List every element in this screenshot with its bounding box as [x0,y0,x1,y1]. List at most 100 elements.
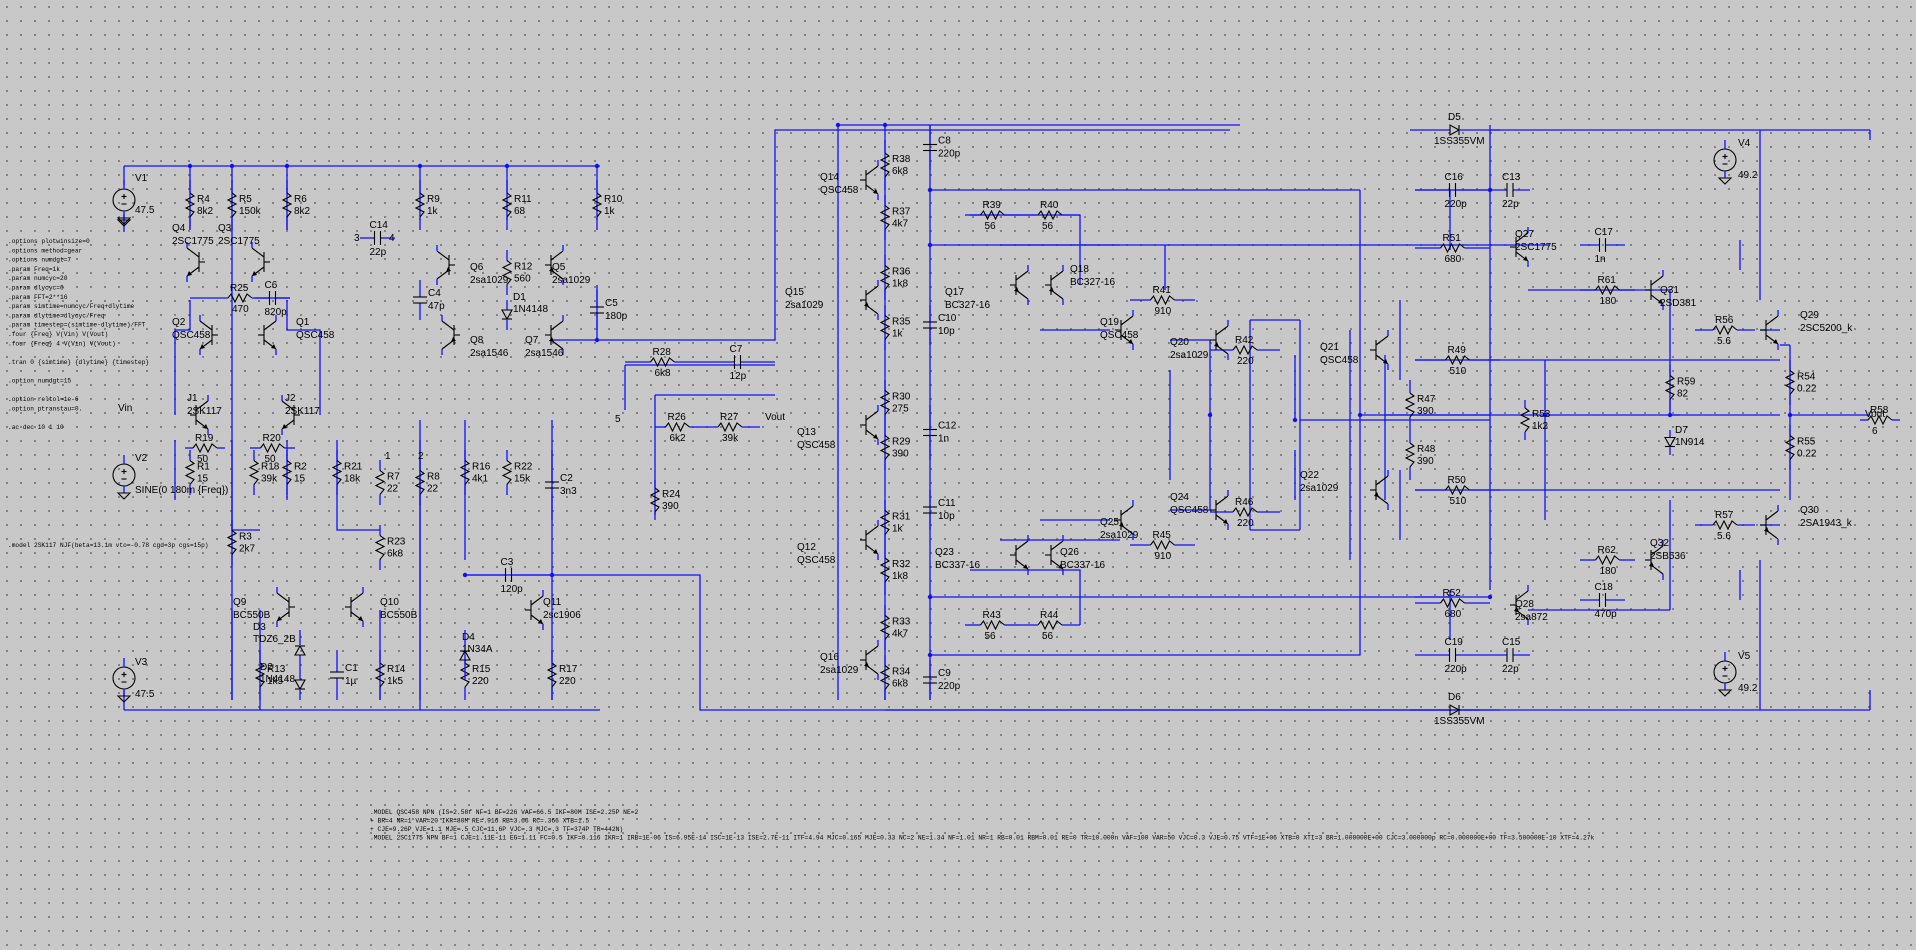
resistor-r1[interactable] [184,450,196,495]
voltage-source-4[interactable] [1713,140,1737,185]
resistor-r24[interactable] [649,480,661,520]
resistor-r31[interactable] [879,500,891,545]
capacitor-c4[interactable] [413,280,427,320]
resistor-r11[interactable] [501,180,513,230]
resistor-r57[interactable] [1695,519,1755,531]
transistor-q13[interactable] [860,405,879,445]
capacitor-c14[interactable] [360,231,395,245]
capacitor-c7[interactable] [700,355,775,369]
capacitor-c8[interactable] [923,125,937,170]
transistor-q8[interactable] [441,315,460,355]
diode-d4[interactable] [459,630,471,680]
resistor-r28[interactable] [625,356,700,368]
spice-directive[interactable]: .four {Freq} 4 V(Vin) V(Vout) [8,340,116,347]
capacitor-c13[interactable] [1490,183,1530,197]
transistor-q31[interactable] [1645,270,1664,310]
resistor-r36[interactable] [879,255,891,300]
transistor-q28[interactable] [1510,585,1529,625]
resistor-r59[interactable] [1664,365,1676,410]
spice-directive[interactable]: .options plotwinsize=0 [8,238,90,245]
transistor-q21[interactable] [1370,330,1389,370]
transistor-q26[interactable] [1045,535,1064,575]
capacitor-c5[interactable] [590,290,604,330]
transistor-q25[interactable] [1115,500,1134,540]
resistor-r50[interactable] [1415,484,1500,496]
resistor-r12[interactable] [501,250,513,295]
capacitor-c12[interactable] [923,405,937,460]
transistor-q20[interactable] [1210,320,1229,360]
model-directive[interactable]: + CJE=9.26P VJE=1.1 MJE=.5 CJC=11.6P VJC… [370,826,623,833]
capacitor-c16[interactable] [1415,183,1490,197]
resistor-r17[interactable] [546,650,558,700]
model-directive[interactable]: .MODEL 2SC1775 NPN BF=1 CJE=1.11E-11 EG=… [370,835,1595,842]
capacitor-c3[interactable] [465,568,552,582]
voltage-source-5[interactable] [1713,652,1737,697]
resistor-r13[interactable] [254,650,266,700]
resistor-r48[interactable] [1404,430,1416,480]
spice-directive[interactable]: .option numdgt=15 [8,378,71,385]
spice-directive[interactable]: .option ptranstau=0. [8,405,82,412]
resistor-r37[interactable] [879,195,891,240]
resistor-r20[interactable] [250,442,295,454]
transistor-q7[interactable] [545,315,564,355]
spice-directive[interactable]: .four {Freq} V(Vin) V(Vout) [8,331,108,338]
resistor-r42[interactable] [1210,344,1280,356]
resistor-r53[interactable] [1519,400,1531,440]
resistor-r34[interactable] [879,655,891,700]
transistor-j2[interactable] [281,395,300,435]
resistor-r58[interactable] [1860,414,1900,426]
model-directive[interactable]: .MODEL QSC458 NPN (IS=2.58f NF=1 BF=226 … [370,809,639,816]
resistor-r27[interactable] [700,421,760,433]
transistor-q16[interactable] [860,640,879,680]
transistor-q18[interactable] [1045,265,1064,305]
resistor-r3[interactable] [226,520,238,565]
resistor-r10[interactable] [591,180,603,230]
transistor-q10[interactable] [345,587,364,627]
capacitor-c18[interactable] [1580,593,1625,607]
resistor-r18[interactable] [248,450,260,495]
spice-directive[interactable]: .ac dec 10 1 10 [8,424,64,431]
resistor-r2[interactable] [281,450,293,495]
resistor-r41[interactable] [1130,294,1195,306]
resistor-r21[interactable] [331,450,343,495]
resistor-r39[interactable] [965,209,1020,221]
resistor-r46[interactable] [1210,506,1280,518]
capacitor-c10[interactable] [923,305,937,345]
resistor-r23[interactable] [374,525,386,570]
diode-d2[interactable] [294,670,306,700]
resistor-r32[interactable] [879,545,891,595]
resistor-r55[interactable] [1784,425,1796,470]
resistor-r7[interactable] [374,460,386,505]
capacitor-c15[interactable] [1490,648,1530,662]
transistor-q15[interactable] [860,280,879,320]
resistor-r49[interactable] [1415,354,1500,366]
resistor-r54[interactable] [1784,360,1796,405]
transistor-q12[interactable] [860,520,879,560]
jfet-model-directive[interactable]: .model 2SK117 NJF(beta=13.1m vto=-0.78 c… [8,542,209,549]
resistor-r61[interactable] [1580,284,1635,296]
transistor-q3[interactable] [251,242,270,282]
resistor-r38[interactable] [879,140,891,190]
diode-d3[interactable] [294,630,306,670]
spice-directive[interactable]: .param dlytime=dlycyc/Freq [8,312,105,319]
transistor-q29[interactable] [1760,310,1779,350]
resistor-r8[interactable] [414,460,426,505]
transistor-q4[interactable] [186,242,205,282]
diode-d6[interactable] [1410,704,1500,716]
transistor-q9[interactable] [276,587,295,627]
transistor-j1[interactable] [190,395,209,435]
resistor-r35[interactable] [879,305,891,350]
transistor-q24[interactable] [1210,490,1229,530]
resistor-r43[interactable] [965,619,1020,631]
voltage-source-3[interactable] [112,658,136,703]
capacitor-c19[interactable] [1415,648,1490,662]
resistor-r56[interactable] [1695,324,1755,336]
spice-directive[interactable]: .param Freq=1k [8,266,60,273]
spice-directive[interactable]: .param dlycyc=6 [8,285,64,292]
capacitor-c1[interactable] [330,650,344,700]
capacitor-c6[interactable] [255,291,290,305]
transistor-q19[interactable] [1115,310,1134,350]
transistor-q2[interactable] [199,315,218,355]
diode-d5[interactable] [1410,124,1500,136]
